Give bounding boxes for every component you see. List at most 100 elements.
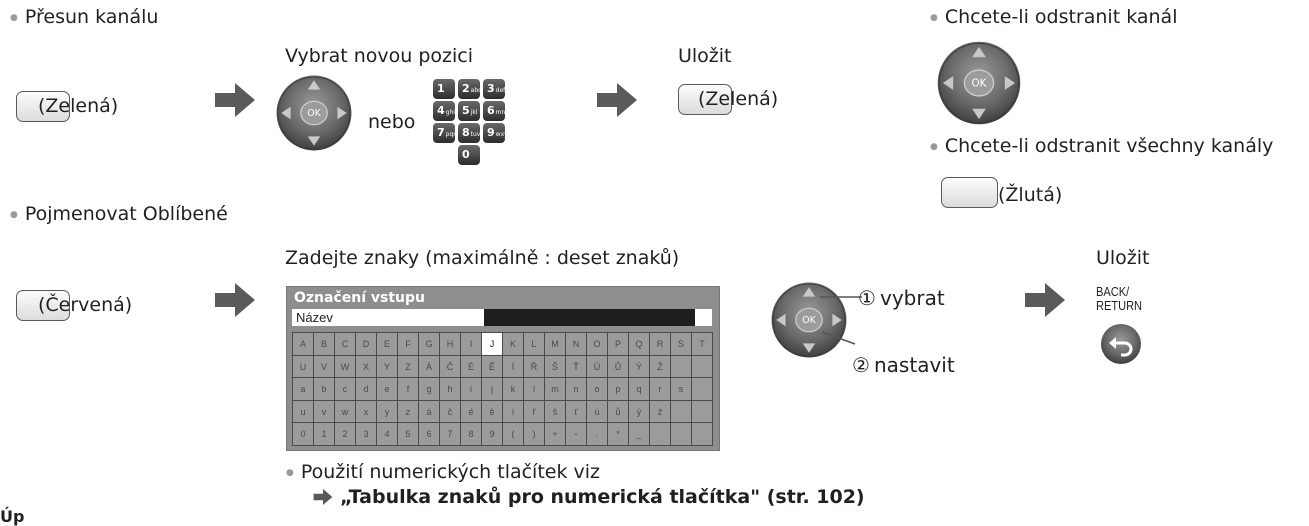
keyboard-key[interactable]: E xyxy=(376,332,398,356)
keyboard-key[interactable] xyxy=(691,399,713,423)
keyboard-key[interactable]: í xyxy=(502,399,524,423)
keyboard-key[interactable] xyxy=(649,422,671,446)
keyboard-key[interactable]: S xyxy=(670,332,692,356)
keyboard-key[interactable]: š xyxy=(544,399,566,423)
keyboard-key[interactable]: V xyxy=(313,354,335,378)
keyboard-key[interactable]: f xyxy=(397,377,419,401)
keyboard-key[interactable]: Q xyxy=(628,332,650,356)
keyboard-key[interactable]: 8 xyxy=(460,422,482,446)
keypad-key-9[interactable]: 9wxyz xyxy=(483,123,511,143)
keyboard-key[interactable]: l xyxy=(523,377,545,401)
keyboard-key[interactable]: B xyxy=(313,332,335,356)
keyboard-key[interactable]: 9 xyxy=(481,422,503,446)
keyboard-key[interactable]: Ř xyxy=(523,354,545,378)
keyboard-key[interactable]: . xyxy=(586,422,608,446)
keyboard-key[interactable]: 5 xyxy=(397,422,419,446)
keyboard-key[interactable]: O xyxy=(586,332,608,356)
keyboard-key[interactable]: w xyxy=(334,399,356,423)
keyboard-key[interactable]: D xyxy=(355,332,377,356)
keyboard-key[interactable]: á xyxy=(418,399,440,423)
keyboard-key[interactable]: q xyxy=(628,377,650,401)
remote-dpad-icon[interactable] xyxy=(275,74,353,152)
keyboard-key[interactable] xyxy=(691,422,713,446)
keyboard-key[interactable]: h xyxy=(439,377,461,401)
keyboard-key[interactable]: É xyxy=(460,354,482,378)
keyboard-key[interactable]: z xyxy=(397,399,419,423)
keyboard-key[interactable]: p xyxy=(607,377,629,401)
keyboard-key[interactable]: y xyxy=(376,399,398,423)
keyboard-key[interactable]: ) xyxy=(523,422,545,446)
keyboard-key[interactable]: a xyxy=(292,377,314,401)
keyboard-key[interactable]: Ě xyxy=(481,354,503,378)
keyboard-key[interactable]: - xyxy=(565,422,587,446)
keyboard-key[interactable]: g xyxy=(418,377,440,401)
keyboard-key[interactable]: Z xyxy=(397,354,419,378)
keyboard-key[interactable]: 2 xyxy=(334,422,356,446)
keyboard-key[interactable]: ě xyxy=(481,399,503,423)
keyboard-key[interactable]: A xyxy=(292,332,314,356)
keyboard-key[interactable]: 7 xyxy=(439,422,461,446)
keyboard-key[interactable]: L xyxy=(523,332,545,356)
keyboard-key[interactable]: Ů xyxy=(607,354,629,378)
keyboard-key[interactable]: * xyxy=(607,422,629,446)
keyboard-key[interactable]: u xyxy=(292,399,314,423)
keyboard-key[interactable]: J xyxy=(481,332,503,356)
back-return-button[interactable] xyxy=(1100,323,1142,365)
keyboard-key[interactable] xyxy=(670,354,692,378)
keyboard-key[interactable] xyxy=(670,422,692,446)
keyboard-key[interactable]: 3 xyxy=(355,422,377,446)
red-button[interactable] xyxy=(16,290,70,321)
yellow-button[interactable] xyxy=(941,177,998,208)
keyboard-key[interactable]: Ý xyxy=(628,354,650,378)
keypad-key-2[interactable]: 2abc xyxy=(458,79,481,99)
keyboard-key[interactable]: o xyxy=(586,377,608,401)
keyboard-key[interactable]: P xyxy=(607,332,629,356)
keypad-key-7[interactable]: 7pqrs xyxy=(433,123,459,143)
keyboard-key[interactable]: Ť xyxy=(565,354,587,378)
keyboard-key[interactable]: Č xyxy=(439,354,461,378)
keyboard-key[interactable]: _ xyxy=(628,422,650,446)
keyboard-key[interactable]: é xyxy=(460,399,482,423)
keyboard-key[interactable]: N xyxy=(565,332,587,356)
keyboard-key[interactable]: M xyxy=(544,332,566,356)
keyboard-key[interactable]: m xyxy=(544,377,566,401)
remote-dpad-icon[interactable] xyxy=(936,40,1022,126)
keyboard-key[interactable] xyxy=(670,399,692,423)
keyboard-key[interactable]: s xyxy=(670,377,692,401)
keyboard-key[interactable]: b xyxy=(313,377,335,401)
keypad-key-8[interactable]: 8tuv xyxy=(458,123,480,143)
keyboard-key[interactable]: ť xyxy=(565,399,587,423)
keyboard-key[interactable]: ( xyxy=(502,422,524,446)
keyboard-key[interactable]: W xyxy=(334,354,356,378)
keypad-key-5[interactable]: 5jkl xyxy=(458,101,480,121)
keyboard-key[interactable]: T xyxy=(691,332,713,356)
green-button[interactable] xyxy=(16,91,70,122)
keyboard-key[interactable]: F xyxy=(397,332,419,356)
keyboard-key[interactable]: ý xyxy=(628,399,650,423)
keyboard-key[interactable]: X xyxy=(355,354,377,378)
keyboard-key[interactable]: 6 xyxy=(418,422,440,446)
keyboard-key[interactable]: Ž xyxy=(649,354,671,378)
keyboard-key[interactable]: C xyxy=(334,332,356,356)
keypad-key-3[interactable]: 3def xyxy=(483,79,505,99)
keyboard-key[interactable]: 4 xyxy=(376,422,398,446)
keyboard-key[interactable]: ú xyxy=(586,399,608,423)
keypad-key-0[interactable]: 0 xyxy=(458,145,480,165)
keyboard-key[interactable]: Ú xyxy=(586,354,608,378)
keyboard-key[interactable]: k xyxy=(502,377,524,401)
keyboard-key[interactable]: x xyxy=(355,399,377,423)
keyboard-key[interactable] xyxy=(691,354,713,378)
keyboard-key[interactable]: Š xyxy=(544,354,566,378)
keyboard-key[interactable]: Í xyxy=(502,354,524,378)
keyboard-key[interactable]: r xyxy=(649,377,671,401)
keyboard-key[interactable]: Y xyxy=(376,354,398,378)
keyboard-key[interactable]: j xyxy=(481,377,503,401)
keyboard-key[interactable]: 0 xyxy=(292,422,314,446)
keyboard-key[interactable]: H xyxy=(439,332,461,356)
keyboard-key[interactable]: d xyxy=(355,377,377,401)
keyboard-key[interactable]: c xyxy=(334,377,356,401)
keyboard-key[interactable]: ů xyxy=(607,399,629,423)
name-field[interactable] xyxy=(484,309,695,326)
keypad-key-4[interactable]: 4ghi xyxy=(433,101,455,121)
keypad-key-1[interactable]: 1 xyxy=(433,79,455,99)
